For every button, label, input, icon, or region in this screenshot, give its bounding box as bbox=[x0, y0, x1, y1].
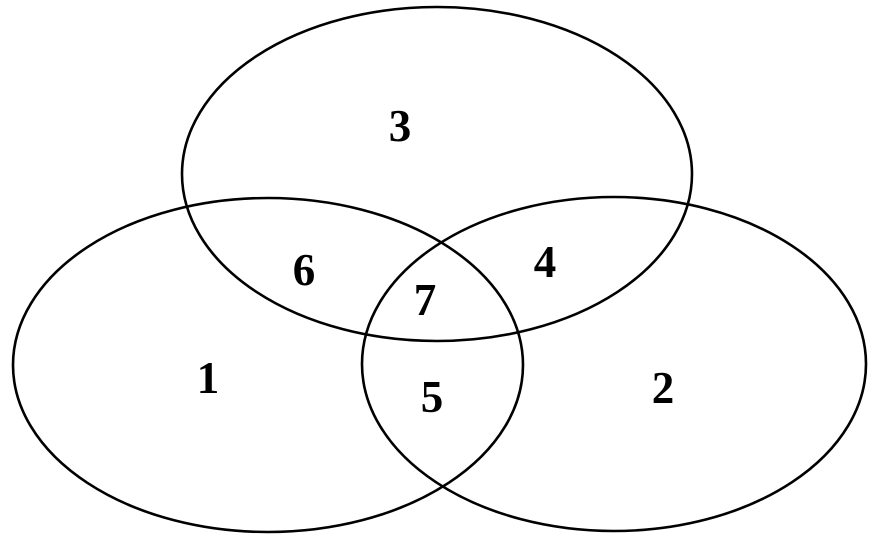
region-label-left-right: 5 bbox=[421, 372, 444, 422]
right-ellipse bbox=[360, 195, 868, 533]
region-label-right-only: 2 bbox=[652, 363, 675, 413]
region-label-all-three: 7 bbox=[414, 275, 437, 325]
region-label-top-right: 4 bbox=[534, 237, 557, 287]
region-label-left-top: 6 bbox=[293, 245, 316, 295]
top-ellipse bbox=[180, 5, 694, 343]
left-ellipse bbox=[11, 196, 525, 534]
region-label-top-only: 3 bbox=[389, 101, 412, 151]
region-label-left-only: 1 bbox=[197, 353, 220, 403]
